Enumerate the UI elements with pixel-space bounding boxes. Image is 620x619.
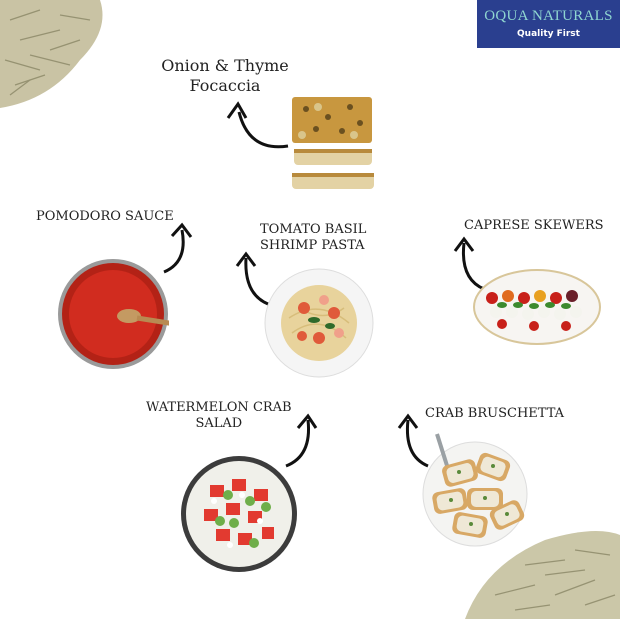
label-pomodoro: POMODORO SAUCE [36, 209, 174, 224]
thyme-pile-bottom-right [465, 531, 620, 619]
arrow-focaccia-icon [226, 101, 289, 149]
watermelon-salad-image [181, 456, 297, 572]
arrow-bruschetta-icon [397, 413, 429, 468]
crab-bruschetta-image [422, 433, 528, 547]
shrimp-pasta-image [264, 268, 374, 378]
label-caprese: CAPRESE SKEWERS [464, 218, 604, 233]
focaccia-image [292, 97, 374, 189]
pomodoro-sauce-image [58, 259, 169, 369]
brand-tagline: Quality First [517, 29, 580, 39]
thyme-pile-top-left [0, 0, 103, 108]
arrow-pasta-icon [235, 251, 269, 306]
caprese-skewers-image [473, 269, 601, 345]
arrow-pomodoro-icon [163, 222, 193, 274]
arrow-watermelon-icon [285, 413, 318, 468]
label-bruschetta: CRAB BRUSCHETTA [425, 406, 565, 421]
brand-name: OQUA NATURALS [484, 8, 613, 24]
arrow-caprese-icon [453, 236, 485, 291]
brand-badge: OQUA NATURALS Quality First [477, 0, 620, 48]
